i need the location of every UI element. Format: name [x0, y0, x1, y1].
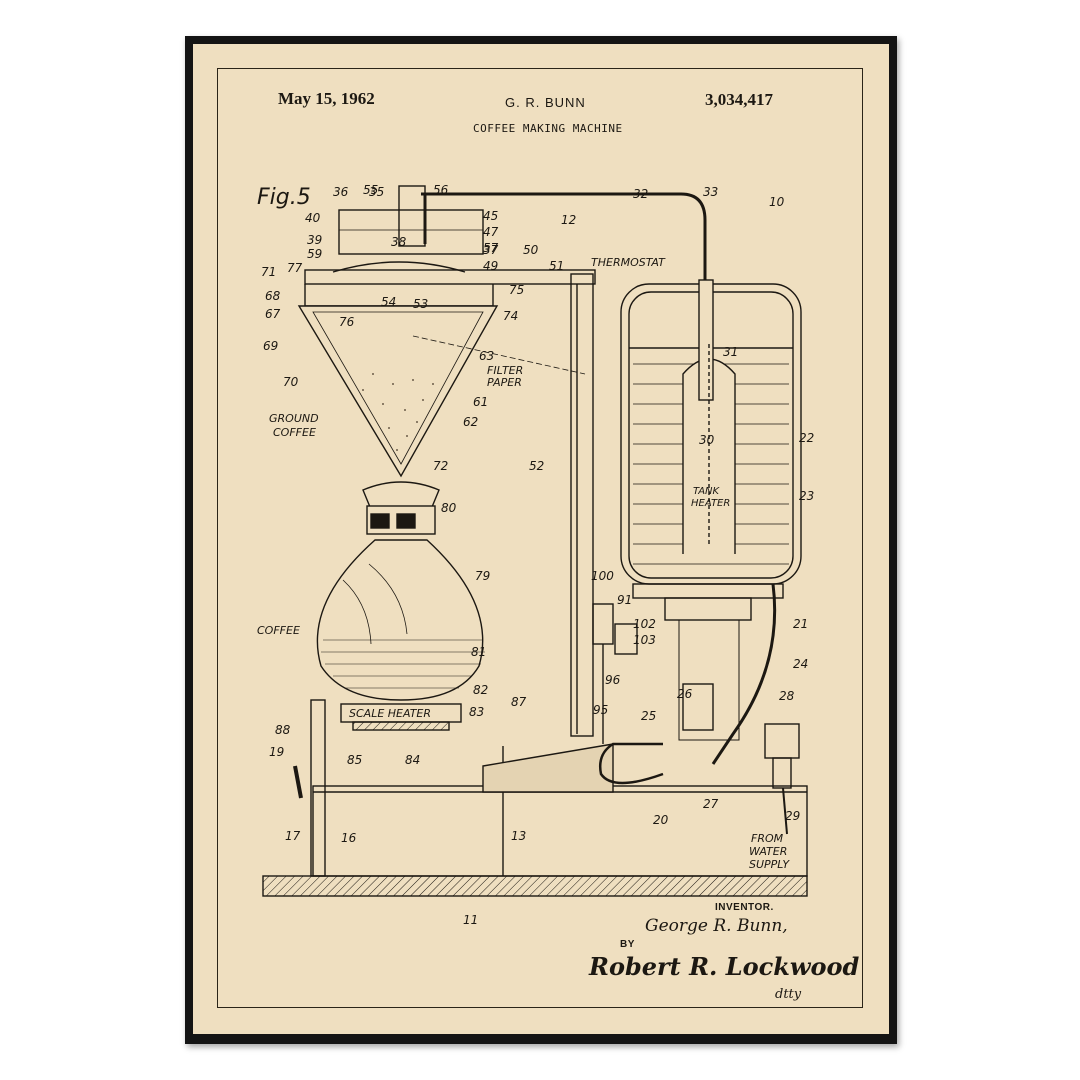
ref-numeral: 96: [605, 673, 621, 687]
by-label: BY: [620, 939, 635, 950]
ref-numeral: 16: [341, 831, 357, 845]
ref-numeral: 72: [433, 459, 448, 473]
ref-numeral: 47: [483, 225, 499, 239]
ref-numeral: 103: [633, 633, 656, 647]
reservoir-box: [339, 210, 483, 254]
inventor-signature: George R. Bunn,: [645, 916, 788, 936]
ref-numeral: 56: [433, 183, 449, 197]
ref-numeral: 10: [769, 195, 785, 209]
thermostat-label: THERMOSTAT: [591, 256, 666, 269]
ref-numeral: 62: [463, 415, 478, 429]
ref-numeral: 75: [509, 283, 524, 297]
tank-heater-label: HEATER: [691, 498, 730, 509]
ref-numeral: 91: [617, 593, 632, 607]
ref-numeral: 50: [523, 243, 539, 257]
water-supply-label: FROM: [751, 832, 784, 845]
ref-numeral: 32: [633, 187, 648, 201]
ref-numeral: 67: [265, 307, 281, 321]
ref-numeral: 17: [285, 829, 301, 843]
ref-numeral: 25: [641, 709, 656, 723]
filter-cone: [299, 306, 497, 476]
ref-numeral: 39: [307, 233, 322, 247]
ref-numeral: 24: [793, 657, 808, 671]
ground-coffee-label: COFFEE: [273, 426, 316, 439]
ref-numeral: 26: [677, 687, 693, 701]
ref-numeral: 70: [283, 375, 299, 389]
ref-numeral: 88: [275, 723, 291, 737]
ref-numeral: 71: [261, 265, 276, 279]
ref-numeral: 27: [703, 797, 719, 811]
ground-coffee-label: GROUND: [269, 412, 319, 425]
ref-numeral: 69: [263, 339, 278, 353]
ref-numeral: 77: [287, 261, 303, 275]
scale-heater-label: SCALE HEATER: [349, 707, 431, 720]
ref-numeral: 53: [413, 297, 428, 311]
attorney-signature: Robert R. Lockwood: [589, 952, 859, 981]
ref-numeral: 61: [473, 395, 488, 409]
ref-numeral: 19: [269, 745, 284, 759]
ref-numeral: 83: [469, 705, 484, 719]
patent-sheet: May 15, 1962 G. R. BUNN 3,034,417 COFFEE…: [193, 44, 889, 1034]
ref-numeral: 33: [703, 185, 718, 199]
patent-drawing: Fig.5 THERMOSTAT FILTER PAPER GROUND COF…: [193, 44, 889, 1034]
cabinet-body: [313, 786, 807, 876]
ref-numeral: 13: [511, 829, 526, 843]
ref-numeral: 28: [779, 689, 795, 703]
poster-frame: May 15, 1962 G. R. BUNN 3,034,417 COFFEE…: [185, 36, 897, 1044]
ref-numeral: 38: [391, 235, 407, 249]
ref-numeral: 29: [785, 809, 800, 823]
ref-numeral: 79: [475, 569, 490, 583]
ref-numeral: 80: [441, 501, 457, 515]
ref-numeral: 63: [479, 349, 494, 363]
figure-label: Fig.5: [257, 185, 311, 210]
ref-numeral: 45: [483, 209, 498, 223]
inventor-label: INVENTOR.: [715, 902, 774, 913]
ref-numeral: 49: [483, 259, 498, 273]
ref-numeral: 55: [363, 183, 378, 197]
water-supply-label: SUPPLY: [749, 858, 790, 871]
base-platform: [263, 876, 807, 896]
ref-numeral: 102: [633, 617, 656, 631]
ref-numeral: 68: [265, 289, 281, 303]
ref-numeral: 36: [333, 185, 349, 199]
ref-numeral: 84: [405, 753, 420, 767]
ref-numeral: 54: [381, 295, 396, 309]
ref-numeral: 11: [463, 913, 478, 927]
ref-numeral: 51: [549, 259, 564, 273]
ref-numeral: 21: [793, 617, 808, 631]
ref-numeral: 76: [339, 315, 355, 329]
ref-numeral: 40: [305, 211, 321, 225]
draftsman-initials: dtty: [775, 987, 801, 1002]
ref-numeral: 30: [699, 433, 715, 447]
ref-numeral: 12: [561, 213, 576, 227]
ref-numeral: 81: [471, 645, 486, 659]
ref-numeral: 31: [723, 345, 738, 359]
tank-heater-label: TANK: [693, 486, 721, 497]
ref-numeral: 74: [503, 309, 518, 323]
upright-column: [571, 274, 593, 736]
ref-numeral: 20: [653, 813, 669, 827]
filter-paper-label: PAPER: [487, 376, 522, 389]
water-supply-label: WATER: [749, 845, 787, 858]
thermostat-probe: [699, 280, 713, 400]
ref-numeral: 59: [307, 247, 322, 261]
ref-numeral: 87: [511, 695, 527, 709]
ref-numeral: 23: [799, 489, 814, 503]
ref-numeral: 22: [799, 431, 814, 445]
ref-numeral: 52: [529, 459, 544, 473]
coffee-label: COFFEE: [257, 624, 300, 637]
ref-numeral: 57: [483, 241, 499, 255]
ref-numeral: 82: [473, 683, 488, 697]
ref-numeral: 100: [591, 569, 614, 583]
ref-numeral: 85: [347, 753, 362, 767]
ref-numeral: 95: [593, 703, 608, 717]
